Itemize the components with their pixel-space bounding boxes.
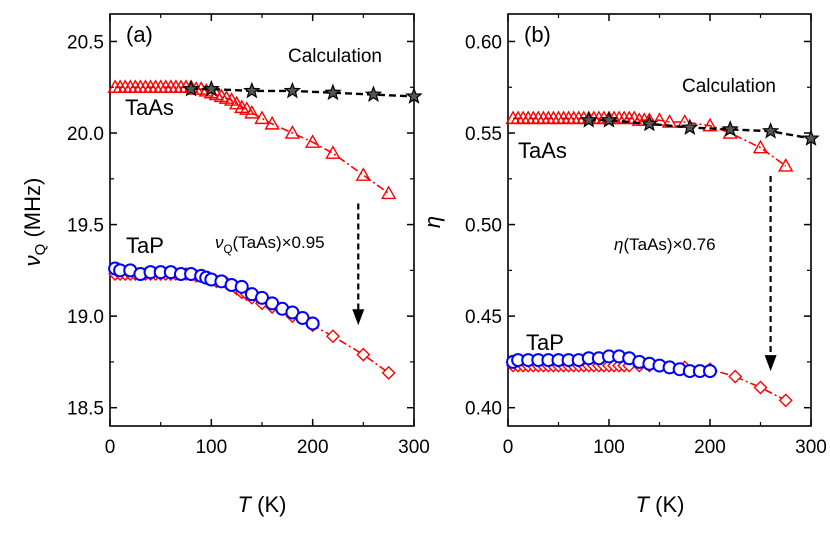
calculation-star-point <box>640 114 659 132</box>
calculation-star-point <box>364 85 383 102</box>
x-axis-label: T (K) <box>636 492 685 517</box>
calculation-star-point <box>580 111 598 128</box>
plot-frame <box>109 13 415 427</box>
tap-circle-point <box>305 316 320 331</box>
x-tick-label: 300 <box>795 437 827 458</box>
tap-circle-point <box>234 279 249 294</box>
panel-b: 0 100 200 300 0.40 0.45 0.50 0.55 0.60 T (K) η (b) C… <box>420 13 827 517</box>
y-tick-label: 20.0 <box>67 124 104 145</box>
taas-triangle-point <box>254 110 270 125</box>
taas-triangle-point <box>284 125 301 139</box>
taas-triangle-point <box>244 104 260 119</box>
scale-arrow-head <box>352 309 365 326</box>
taas-scaled-diamond-point <box>753 380 768 395</box>
panel-label: (a) <box>126 22 153 47</box>
panel-label: (b) <box>524 22 551 47</box>
taas-triangle-point <box>380 185 397 200</box>
taas-triangle-point <box>752 139 769 154</box>
scale-factor-label: νQ(TaAs)×0.95 <box>215 233 325 256</box>
calculation-star-point <box>324 83 342 101</box>
tap-label: TaP <box>526 330 564 355</box>
scale-factor-label: η(TaAs)×0.76 <box>614 235 716 254</box>
y-tick-label: 19.0 <box>67 307 104 328</box>
calculation-star-point <box>283 81 302 99</box>
y-axis-label: η <box>420 216 445 228</box>
calculation-star-point <box>761 122 780 139</box>
scale-arrow-head <box>764 355 777 372</box>
calculation-star-point <box>600 111 618 128</box>
taas-triangle-point <box>355 167 372 181</box>
calculation-star-point <box>202 79 221 97</box>
calculation-star-point <box>802 129 820 146</box>
calculation-star-point <box>721 120 739 137</box>
y-tick-label: 0.60 <box>465 32 502 53</box>
y-tick-label: 0.50 <box>465 216 502 237</box>
taas-scaled-diamond-point <box>381 365 396 380</box>
tap-circle-point <box>703 364 717 379</box>
y-tick-label: 0.55 <box>465 124 502 145</box>
x-axis-label: T (K) <box>238 492 287 517</box>
x-tick-label: 100 <box>195 437 227 458</box>
y-tick-label: 0.40 <box>465 399 502 420</box>
taas-label: TaAs <box>125 95 174 120</box>
x-tick-label: 300 <box>398 437 430 458</box>
taas-scaled-diamond-point <box>728 369 743 384</box>
calculation-label: Calculation <box>288 46 382 67</box>
x-tick-label: 0 <box>105 437 116 458</box>
y-tick-label: 20.5 <box>67 32 104 53</box>
x-tick-label: 200 <box>694 437 726 458</box>
calculation-star-point <box>243 81 261 99</box>
taas-triangle-point <box>325 145 341 159</box>
taas-label: TaAs <box>518 138 567 163</box>
x-tick-label: 200 <box>297 437 329 458</box>
y-tick-label: 0.45 <box>465 307 502 328</box>
taas-triangle-point <box>264 115 280 130</box>
taas-scaled-diamond-point <box>356 347 371 362</box>
calculation-star-point <box>182 79 200 97</box>
taas-scaled-diamond-point <box>778 393 793 408</box>
x-tick-label: 0 <box>503 437 514 458</box>
calculation-star-point <box>681 118 699 135</box>
taas-triangle-point <box>702 117 718 132</box>
y-axis-label: νQ (MHz) <box>20 178 49 267</box>
calculation-star-point <box>405 87 423 104</box>
y-tick-label: 19.5 <box>67 216 104 237</box>
panel-a: 0 100 200 300 18.5 19.0 19.5 20.0 20.5 T (K) νQ (M… <box>20 13 430 517</box>
x-tick-label: 100 <box>593 437 625 458</box>
y-tick-label: 18.5 <box>67 399 104 420</box>
taas-triangle-point <box>778 158 794 172</box>
taas-scaled-diamond-point <box>325 329 340 344</box>
taas-triangle-point <box>304 134 321 148</box>
tap-label: TaP <box>126 233 164 258</box>
taas-triangle-point <box>661 114 678 128</box>
calculation-label: Calculation <box>682 76 776 97</box>
